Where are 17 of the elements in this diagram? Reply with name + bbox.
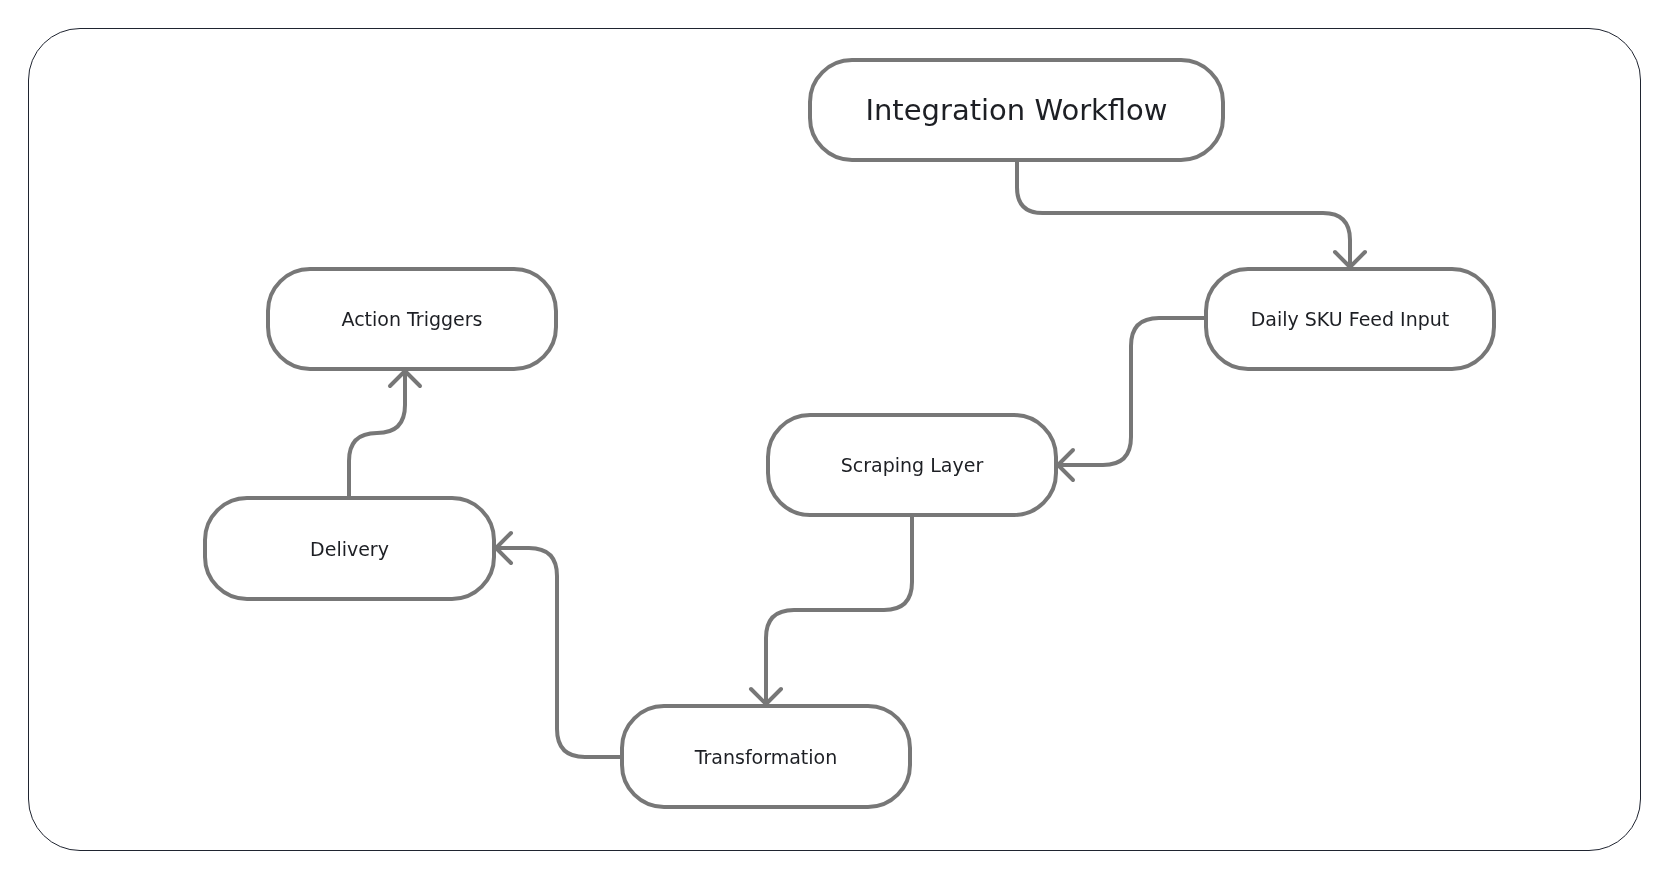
arrow [1015,160,1367,269]
box-label: Integration Workflow [865,93,1168,127]
box-label: Transformation [694,745,838,768]
arrow [749,515,914,706]
process-box [620,704,912,809]
box-label: Action Triggers [341,308,483,330]
arrow [1056,316,1206,482]
process-box [766,413,1058,517]
box-label: Daily SKU Feed Input [1250,308,1450,330]
process-box [808,58,1225,162]
box-label: Scraping Layer [840,454,984,476]
box-label: Delivery [310,537,389,560]
process-box [203,496,496,601]
arrow [494,531,622,759]
process-box [266,267,558,371]
process-box [1204,267,1496,371]
arrow [347,369,422,498]
